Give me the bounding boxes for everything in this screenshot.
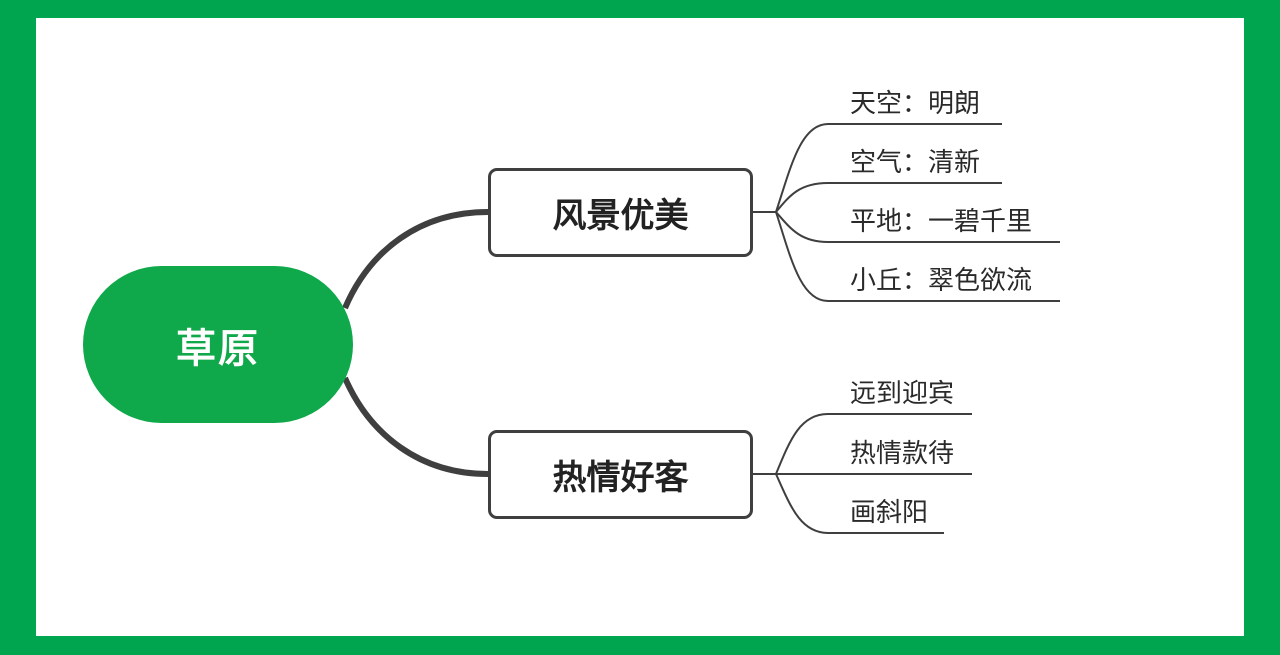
branch-1-leaf-1-line: [775, 123, 1002, 213]
branch-2-leaf-3-line: [775, 473, 944, 534]
leaf-node-welcome[interactable]: 远到迎宾: [850, 379, 955, 409]
branch-2-leaf-1-line: [775, 413, 972, 475]
branch-node-scenery[interactable]: 风景优美: [488, 168, 753, 257]
leaf-node-hosting[interactable]: 热情款待: [850, 439, 955, 469]
branch-1-leaf-4-line: [775, 211, 1060, 302]
branch-1-leaf-2-line: [775, 182, 1002, 213]
root-node[interactable]: 草原: [83, 266, 353, 423]
leaf-node-air[interactable]: 空气：清新: [850, 148, 981, 178]
leaf-node-flatland[interactable]: 平地：一碧千里: [850, 207, 1033, 237]
leaf-node-sunset[interactable]: 画斜阳: [850, 498, 929, 528]
leaf-node-sky[interactable]: 天空：明朗: [850, 89, 981, 119]
branch-node-hospitality[interactable]: 热情好客: [488, 430, 753, 519]
branch-1-leaf-3-line: [775, 211, 1060, 243]
root-to-branch-1-line: [342, 209, 489, 310]
root-to-branch-2-line: [342, 376, 489, 477]
leaf-node-hills[interactable]: 小丘：翠色欲流: [850, 266, 1033, 296]
